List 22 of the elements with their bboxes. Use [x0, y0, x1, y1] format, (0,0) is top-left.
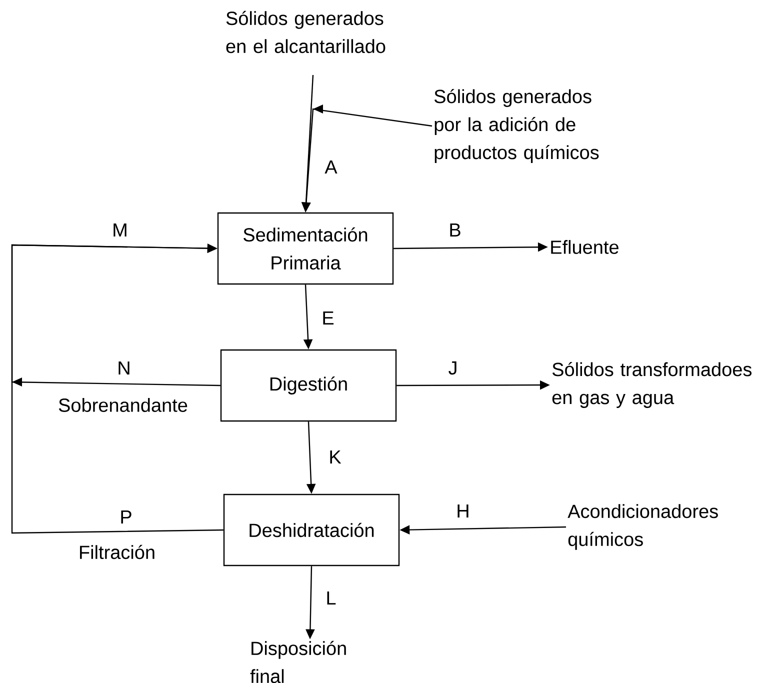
- edge-label: B: [450, 223, 460, 237]
- flow-text: Disposición final: [250, 640, 346, 683]
- edge-label: K: [330, 450, 342, 464]
- process-box: Sedimentación Primaria: [217, 212, 394, 285]
- flow-text: Sólidos generados por la adición de productos químicos: [434, 89, 599, 163]
- edge-label: J: [448, 361, 456, 375]
- flow-text: Efluente: [551, 240, 618, 254]
- edge-label: H: [458, 504, 468, 518]
- flow-text: Acondicionadores químicos: [568, 504, 718, 550]
- process-box: Digestión: [220, 349, 397, 422]
- flow-text: Sólidos generados en el alcantarillado: [226, 10, 386, 54]
- flow-label: M: [114, 223, 126, 237]
- edge-label: E: [323, 311, 334, 325]
- edge-label: N: [118, 361, 130, 375]
- flow-text: Sólidos transformadoes en gas y agua: [552, 362, 752, 408]
- process-box: Deshidratación: [223, 494, 400, 566]
- arrow: [11, 244, 224, 534]
- flow-label: Filtración: [80, 544, 154, 560]
- flow-label: Sobrenandante: [58, 398, 188, 412]
- edge-label: A: [324, 160, 338, 174]
- edge-label: L: [327, 591, 336, 605]
- edge-label: P: [121, 510, 132, 524]
